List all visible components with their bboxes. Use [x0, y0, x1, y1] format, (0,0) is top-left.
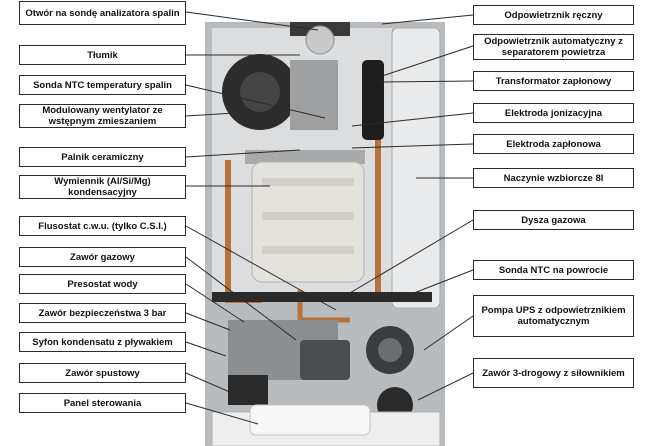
label-ups-pump: Pompa UPS z odpowietrznikiem automatyczn…: [473, 295, 634, 337]
label-automatic-air-vent: Odpowietrznik automatyczny z separatorem…: [473, 34, 634, 60]
leader-line: [185, 112, 236, 117]
leader-line: [337, 219, 474, 301]
label-condensing-exchanger: Wymiennik (Al/Si/Mg) kondensacyjny: [19, 175, 186, 199]
label-gas-valve: Zawór gazowy: [19, 247, 186, 267]
pump-head: [378, 338, 402, 362]
label-safety-valve: Zawór bezpieczeństwa 3 bar: [19, 303, 186, 323]
label-water-pressure-switch: Presostat wody: [19, 274, 186, 294]
leader-line: [185, 84, 326, 119]
heat-exchanger-rib: [262, 178, 354, 186]
leader-line: [185, 341, 227, 357]
label-ignition-transformer: Transformator zapłonowy: [473, 71, 634, 91]
heat-exchanger-rib: [262, 212, 354, 220]
label-control-panel: Panel sterowania: [19, 393, 186, 413]
leader-line: [381, 14, 474, 25]
label-ignition-electrode: Elektroda zapłonowa: [473, 134, 634, 154]
label-dhw-flow-switch: Flusostat c.w.u. (tylko C.S.I.): [19, 216, 186, 236]
label-return-ntc-sensor: Sonda NTC na powrocie: [473, 260, 634, 280]
leader-line: [185, 372, 233, 394]
leader-line: [395, 269, 474, 301]
leader-line: [185, 11, 319, 31]
label-flue-ntc-sensor: Sonda NTC temperatury spalin: [19, 75, 186, 95]
label-gas-nozzle: Dysza gazowa: [473, 210, 634, 230]
heat-exchanger-rib: [262, 246, 354, 254]
burner-plate: [245, 150, 365, 164]
label-three-way-valve: Zawór 3-drogowy z siłownikiem: [473, 358, 634, 388]
leader-line: [185, 312, 231, 331]
label-condensate-trap: Syfon kondensatu z pływakiem: [19, 332, 186, 352]
leader-line: [351, 112, 474, 127]
leader-line: [185, 402, 259, 425]
label-modulating-fan: Modulowany wentylator ze wstępnym zmiesz…: [19, 104, 186, 128]
gas-valve: [300, 340, 350, 380]
expansion-vessel: [391, 27, 441, 309]
mixer-box: [290, 60, 338, 130]
leader-line: [379, 80, 474, 83]
leader-line: [351, 143, 474, 149]
air-separator: [362, 60, 384, 140]
leader-line: [185, 149, 301, 158]
fan-hub: [240, 72, 280, 112]
leader-line: [381, 45, 474, 77]
label-ceramic-burner: Palnik ceramiczny: [19, 147, 186, 167]
label-flue-analyzer-port: Otwór na sondę analizatora spalin: [19, 1, 186, 25]
label-manual-air-vent: Odpowietrznik ręczny: [473, 5, 634, 25]
flue-outlet: [305, 25, 335, 55]
label-ionization-electrode: Elektroda jonizacyjna: [473, 103, 634, 123]
leader-line: [185, 256, 297, 341]
leader-line: [423, 315, 474, 351]
label-expansion-vessel: Naczynie wzbiorcze 8l: [473, 168, 634, 188]
leader-line: [417, 372, 474, 401]
control-panel-cover: [249, 404, 371, 436]
frame-bar: [212, 292, 432, 302]
label-silencer: Tłumik: [19, 45, 186, 65]
leader-line: [185, 283, 245, 323]
drain-valve: [228, 375, 268, 405]
leader-line: [185, 225, 337, 311]
label-drain-valve: Zawór spustowy: [19, 363, 186, 383]
